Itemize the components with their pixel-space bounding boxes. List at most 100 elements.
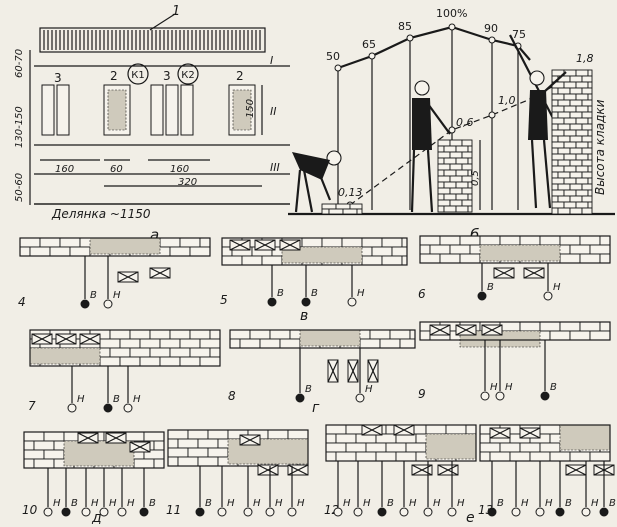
lead-mason-marker [555, 507, 565, 517]
zone-3-left-label: 3 [54, 71, 62, 85]
mason-letter: Н [253, 498, 261, 509]
helper-mason-marker [495, 391, 505, 401]
zone-2-left-label: 2 [110, 69, 118, 83]
wall-outline [29, 329, 221, 367]
mason-letter: Н [591, 498, 599, 509]
mortar-box-left [103, 84, 131, 136]
mason-letter: Н [553, 282, 561, 293]
mason-letter: Н [545, 498, 553, 509]
mortar-bed [479, 244, 561, 262]
mortar-bed [559, 424, 611, 451]
height-point [448, 126, 456, 134]
lead-mason-marker [103, 403, 113, 413]
helper-mason-marker [333, 507, 343, 517]
helper-mason-marker [480, 391, 490, 401]
worker-reaching [528, 70, 567, 209]
dim-60: 60 [110, 164, 123, 175]
mason-letter: В [497, 498, 504, 509]
mason-letter: Н [53, 498, 61, 509]
helper-mason-marker [581, 507, 591, 517]
mason-letter: В [487, 282, 494, 293]
panel-number: 4 [18, 295, 26, 309]
mason-letter: В [305, 384, 312, 395]
lead-mason-marker [477, 291, 487, 301]
stack-zone-3-right [150, 84, 194, 136]
lead-mason-marker [599, 507, 609, 517]
curve-point [334, 64, 342, 72]
panel-number: 7 [28, 399, 36, 413]
wall-outline [19, 237, 211, 257]
brick-pile-low [321, 203, 363, 215]
helper-mason-marker [81, 507, 91, 517]
mason-letter: Н [297, 498, 305, 509]
left-dim-top: 60-70 [14, 49, 25, 78]
mason-letter: В [609, 498, 616, 509]
height-marker-label: 0,13 [338, 186, 363, 199]
wall-outline [167, 429, 309, 467]
percent-label: 50 [326, 50, 340, 63]
mason-letter: В [311, 288, 318, 299]
kit2-circle [177, 63, 199, 85]
zone-mark-II: II [270, 105, 277, 118]
mason-letter: В [277, 288, 284, 299]
kit1-label: К1 [131, 70, 144, 81]
helper-mason-marker [67, 403, 77, 413]
mortar-bed [425, 433, 477, 460]
mason-letter: Н [109, 498, 117, 509]
caption-a: а [150, 226, 159, 244]
wall-outline [23, 431, 165, 469]
panel-number: 11 [166, 503, 181, 517]
wall-panel-5: 5 В В Н [220, 237, 408, 307]
caption-v: в [300, 308, 308, 324]
curve-point [488, 36, 496, 44]
scaffold-hatching [43, 30, 261, 50]
worker-bending [292, 150, 342, 213]
mason-letter: Н [357, 288, 365, 299]
helper-mason-marker [123, 403, 133, 413]
curve-point [368, 52, 376, 60]
mason-letter: Н [365, 384, 373, 395]
helper-mason-marker [287, 507, 297, 517]
dim-320: 320 [178, 177, 197, 188]
helper-mason-marker [99, 507, 109, 517]
left-dim-bottom: 50-60 [14, 173, 25, 202]
right-dim-label: 150 [245, 99, 256, 118]
kit2-label: К2 [181, 70, 194, 81]
mason-letter: В [565, 498, 572, 509]
lead-mason-marker [80, 299, 90, 309]
helper-mason-marker [243, 507, 253, 517]
panel-number: 8 [228, 389, 236, 403]
zone-mark-III: III [270, 161, 280, 174]
lead-mason-marker [377, 507, 387, 517]
helper-mason-marker [217, 507, 227, 517]
percent-label: 85 [398, 20, 412, 33]
mason-letter: Н [227, 498, 235, 509]
percent-label: 100% [436, 7, 467, 20]
dim-160-left: 160 [55, 164, 74, 175]
mortar-box-right [228, 84, 256, 136]
kit1-circle [127, 63, 149, 85]
mason-letter: Н [363, 498, 371, 509]
panel-number: 5 [220, 293, 228, 307]
lead-mason-marker [540, 391, 550, 401]
mason-letter: Н [521, 498, 529, 509]
helper-mason-marker [117, 507, 127, 517]
mason-letter: Н [91, 498, 99, 509]
helper-mason-marker [399, 507, 409, 517]
mason-letter: В [90, 290, 97, 301]
lead-mason-marker [267, 297, 277, 307]
mason-letter: В [149, 498, 156, 509]
wall-outline [479, 424, 611, 462]
mason-letter: В [205, 498, 212, 509]
workplace-plan: 1 3 2 К1 3 К2 2 I [14, 4, 290, 244]
lead-mason-marker [295, 393, 305, 403]
mason-letter: Н [77, 394, 85, 405]
height-marker-label: 1,0 [498, 94, 516, 107]
wall-outline [221, 237, 408, 266]
